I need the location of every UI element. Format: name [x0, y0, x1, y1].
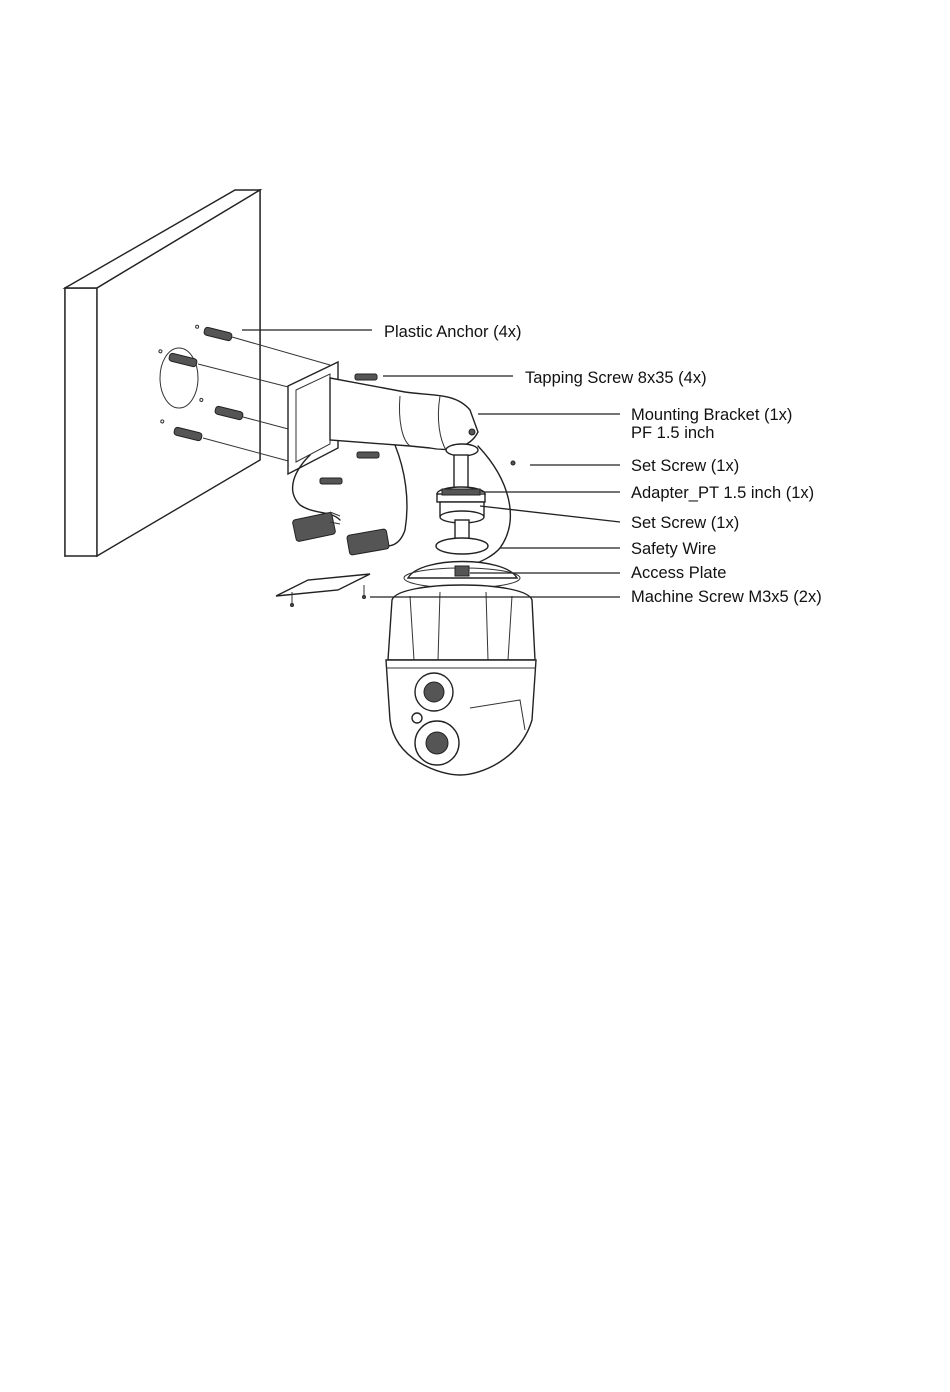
label-machine-screw: Machine Screw M3x5 (2x) — [631, 588, 822, 606]
label-plastic-anchor: Plastic Anchor (4x) — [384, 323, 522, 341]
label-set-screw-upper: Set Screw (1x) — [631, 457, 739, 475]
mounting-bracket — [288, 362, 478, 474]
label-access-plate: Access Plate — [631, 564, 726, 582]
label-adapter: Adapter_PT 1.5 inch (1x) — [631, 484, 814, 502]
label-mounting-bracket: Mounting Bracket (1x) — [631, 406, 792, 424]
label-mounting-bracket-size: PF 1.5 inch — [631, 424, 714, 442]
access-plate — [276, 574, 370, 607]
set-screw-upper — [511, 461, 515, 465]
label-set-screw-lower: Set Screw (1x) — [631, 514, 739, 532]
wall — [65, 190, 260, 556]
label-safety-wire: Safety Wire — [631, 540, 716, 558]
adapter-pipe — [437, 455, 485, 542]
label-tapping-screw: Tapping Screw 8x35 (4x) — [525, 369, 707, 387]
